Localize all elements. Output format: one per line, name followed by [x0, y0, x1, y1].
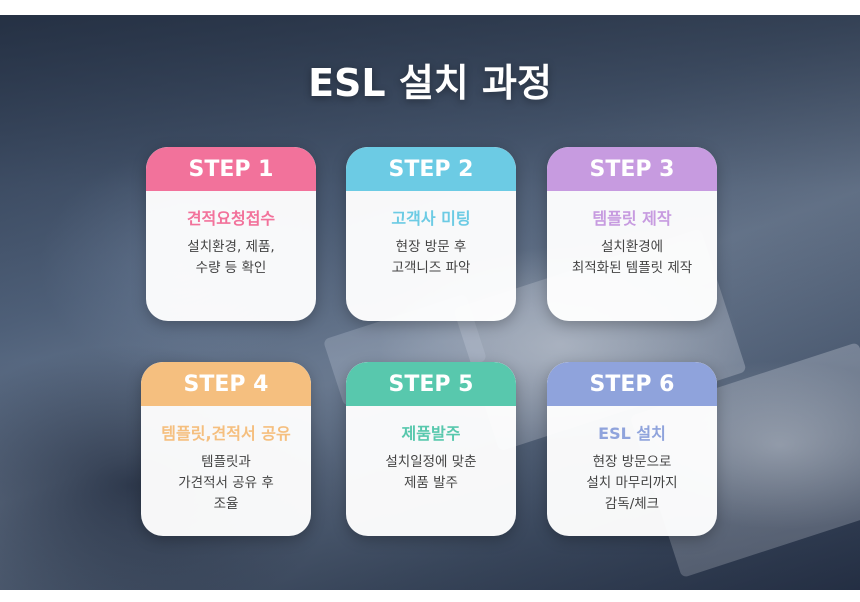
step-header: STEP 5 [346, 362, 516, 406]
step-header: STEP 6 [547, 362, 717, 406]
step-description: 템플릿과 가견적서 공유 후 조율 [141, 452, 311, 515]
step-header: STEP 3 [547, 147, 717, 191]
step-name: 제품발주 [401, 424, 461, 443]
step-description-line: 최적화된 템플릿 제작 [571, 260, 693, 276]
step-name: 견적요청접수 [186, 209, 276, 228]
step-description-line: 설치 마무리까지 [586, 475, 678, 491]
step-description-line: 조율 [213, 496, 239, 512]
step-description-line: 고객니즈 파악 [391, 260, 471, 276]
step-card-1: STEP 1 견적요청접수 설치환경, 제품, 수량 등 확인 [146, 147, 316, 321]
step-name: 템플릿,견적서 공유 [161, 424, 291, 443]
step-name: ESL 설치 [598, 424, 666, 443]
step-description-line: 현장 방문 후 [395, 239, 467, 255]
step-description-line: 템플릿과 [201, 454, 251, 470]
step-description-line: 가견적서 공유 후 [178, 475, 274, 491]
step-card-5: STEP 5 제품발주 설치일정에 맞춘 제품 발주 [346, 362, 516, 536]
step-card-6: STEP 6 ESL 설치 현장 방문으로 설치 마무리까지 감독/체크 [547, 362, 717, 536]
step-header: STEP 4 [141, 362, 311, 406]
step-description-line: 제품 발주 [404, 475, 458, 491]
step-header: STEP 1 [146, 147, 316, 191]
step-description: 설치환경에 최적화된 템플릿 제작 [547, 237, 717, 279]
step-card-3: STEP 3 템플릿 제작 설치환경에 최적화된 템플릿 제작 [547, 147, 717, 321]
step-header: STEP 2 [346, 147, 516, 191]
step-description-line: 설치일정에 맞춘 [385, 454, 477, 470]
step-name: 고객사 미팅 [391, 209, 471, 228]
step-description: 현장 방문으로 설치 마무리까지 감독/체크 [547, 452, 717, 515]
step-description: 현장 방문 후 고객니즈 파악 [346, 237, 516, 279]
step-description-line: 수량 등 확인 [195, 260, 267, 276]
step-description: 설치일정에 맞춘 제품 발주 [346, 452, 516, 494]
step-description: 설치환경, 제품, 수량 등 확인 [146, 237, 316, 279]
step-description-line: 감독/체크 [604, 496, 660, 512]
page-title: ESL 설치 과정 [308, 61, 552, 105]
step-card-4: STEP 4 템플릿,견적서 공유 템플릿과 가견적서 공유 후 조율 [141, 362, 311, 536]
step-card-2: STEP 2 고객사 미팅 현장 방문 후 고객니즈 파악 [346, 147, 516, 321]
step-description-line: 설치환경에 [600, 239, 664, 255]
step-name: 템플릿 제작 [592, 209, 672, 228]
step-description-line: 설치환경, 제품, [187, 239, 275, 255]
step-description-line: 현장 방문으로 [592, 454, 672, 470]
